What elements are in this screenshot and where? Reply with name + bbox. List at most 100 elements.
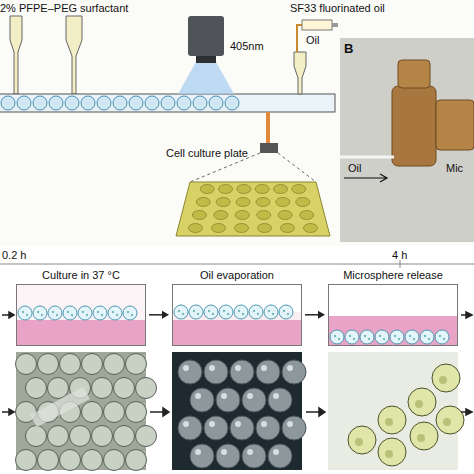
cell-dot [364,335,366,337]
bead [136,426,157,447]
microsphere [93,306,107,320]
stage-ground [172,284,302,346]
tube [266,112,270,144]
cell-dot [253,310,255,312]
cell-dot [379,335,381,337]
bead [104,354,125,375]
bead-highlight [247,449,253,455]
cell-dot [37,311,39,313]
cell-dot [193,310,195,312]
text-label: Cell culture plate [166,147,248,160]
bead-cells [385,450,393,458]
droplet [1,96,15,110]
bead-highlight [287,421,293,427]
medium [16,320,146,346]
well [219,185,233,194]
text-label: 0.2 h [2,249,26,262]
bead-highlight [221,449,227,455]
cell-dot [52,311,54,313]
cell-dot [439,335,441,337]
cell-dot [428,338,430,340]
cell-dot [272,313,274,315]
micrograph-beads [16,354,465,471]
cell-dot [116,314,118,316]
well [256,198,270,207]
inlet [10,16,22,94]
cell-dot [178,310,180,312]
cell-dot [398,338,400,340]
bead-cells [385,418,393,426]
droplet [177,96,191,110]
uv-lamp [196,56,216,63]
flow-arrow [305,311,325,319]
well [200,185,214,194]
bead [126,450,147,471]
bead [268,388,292,412]
plate-wells [189,185,318,233]
bead-highlight [221,393,227,399]
bead-cells [415,400,423,408]
bead [256,360,280,384]
bead [126,354,147,375]
droplet [145,96,159,110]
well [257,211,271,220]
cell-dot [127,311,129,313]
microsphere [390,330,404,344]
syringe [302,20,332,30]
cell-dot [394,335,396,337]
cell-dot [349,335,351,337]
bead [408,388,436,416]
well [216,198,230,207]
cell-dot [86,314,88,316]
droplet [193,96,207,110]
text-label: Oil [306,34,319,47]
cell-dot [41,314,43,316]
microsphere [189,305,203,319]
arrow-head [318,311,325,319]
well [196,198,210,207]
microsphere [204,305,218,319]
droplet [161,96,175,110]
stage-panel: Culture in 37 °C [16,268,146,346]
stage-heading: Culture in 37 °C [16,268,146,282]
cell-dot [131,314,133,316]
cell-dot [257,313,259,315]
bead [26,426,47,447]
cell-dot [67,311,69,313]
cell-dot [383,338,385,340]
text-label: 2% PFPE–PEG surfactant [0,2,128,15]
medium [328,316,458,346]
microsphere [405,330,419,344]
microsphere [360,330,374,344]
well [212,224,226,233]
bead [114,426,135,447]
microsphere [249,305,263,319]
bead [70,426,91,447]
fitting [436,100,474,150]
timeline-tick [400,260,401,268]
well [276,198,290,207]
cell-dot [101,314,103,316]
well [189,224,203,233]
oil-layer [16,284,146,346]
droplet [49,96,63,110]
microsphere [48,306,62,320]
well [281,224,295,233]
cell-dot [424,335,426,337]
fitting [398,60,430,88]
well [292,185,306,194]
bead-highlight [209,365,215,371]
bead [136,378,157,399]
arrow-line [149,314,163,316]
inlet [66,16,82,94]
microsphere [108,306,122,320]
cell-dot [97,311,99,313]
bead [60,354,81,375]
bead [256,416,280,440]
arrow-head [162,311,169,319]
droplet [65,96,79,110]
droplet [33,96,47,110]
cell-dot [223,310,225,312]
flow-arrow [2,312,472,416]
